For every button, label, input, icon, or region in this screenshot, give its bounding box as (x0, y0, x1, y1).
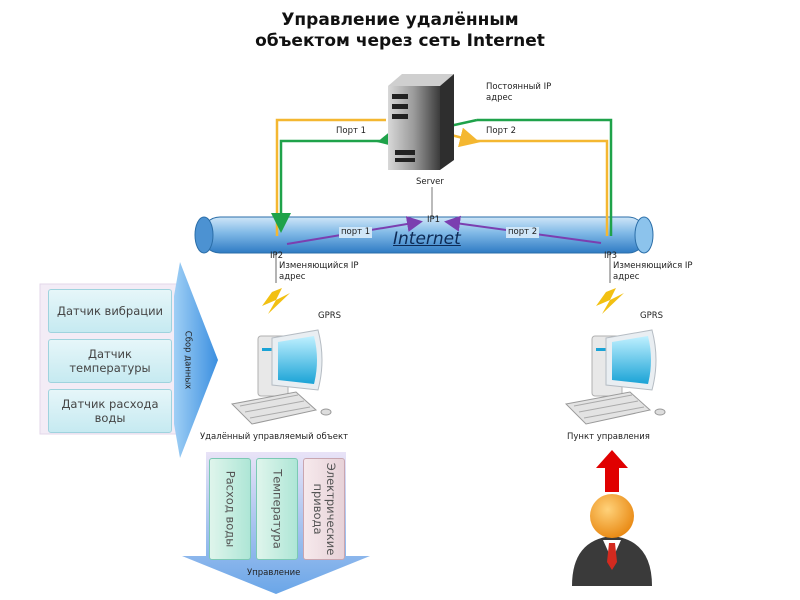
yellow-link-right (474, 139, 609, 236)
diagram-title-line1: Управление удалённым (281, 10, 519, 30)
server-port2-label: Порт 2 (486, 126, 517, 136)
server-port1-label: Порт 1 (336, 126, 367, 136)
gprs-right-label: GPRS (640, 311, 664, 321)
internet-label: Internet (393, 229, 461, 249)
dynamic-ip-left-label: Изменяющийся IP адрес (279, 261, 359, 282)
yellow-link-left (275, 118, 386, 236)
remote-computer-icon (230, 329, 332, 425)
actuator-water-flow-label: Расход воды (223, 470, 238, 548)
green-link-left (271, 139, 382, 233)
data-collection-label: Сбор данных (182, 330, 193, 390)
server-label: Server (416, 177, 444, 187)
diagram-title-line2: объектом через сеть Internet (255, 31, 545, 51)
red-up-arrow (596, 450, 628, 492)
green-link-right (477, 118, 613, 236)
gprs-signal-right-icon (596, 288, 624, 314)
data-collection-arrow (174, 262, 218, 458)
actuator-temperature-label: Температура (270, 469, 285, 549)
gprs-left-label: GPRS (318, 311, 342, 321)
actuator-electric-drives: Электрические привода (303, 458, 345, 560)
dynamic-ip-right-label: Изменяющийся IP адрес (613, 261, 693, 282)
sensor-temperature: Датчик температуры (48, 339, 172, 383)
ip2-label: IP2 (270, 251, 284, 261)
control-point-label: Пункт управления (567, 432, 650, 442)
sensor-vibration: Датчик вибрации (48, 289, 172, 333)
ip1-label: IP1 (427, 215, 441, 225)
pipe-port1-label: порт 1 (339, 227, 373, 238)
static-ip-label: Постоянный IP адрес (486, 82, 552, 103)
remote-object-label: Удалённый управляемый объект (200, 432, 349, 442)
actuator-temperature: Температура (256, 458, 298, 560)
ip3-label: IP3 (604, 251, 618, 261)
actuator-water-flow: Расход воды (209, 458, 251, 560)
control-label: Управление (247, 568, 301, 578)
control-computer-icon (564, 329, 666, 425)
actuator-electric-drives-label: Электрические привода (311, 462, 338, 556)
gprs-signal-left-icon (262, 288, 290, 314)
server-icon (388, 74, 454, 170)
operator-person-icon (572, 494, 652, 586)
pipe-port2-label: порт 2 (506, 227, 540, 238)
sensor-water-flow: Датчик расхода воды (48, 389, 172, 433)
internet-pipe (194, 216, 654, 254)
